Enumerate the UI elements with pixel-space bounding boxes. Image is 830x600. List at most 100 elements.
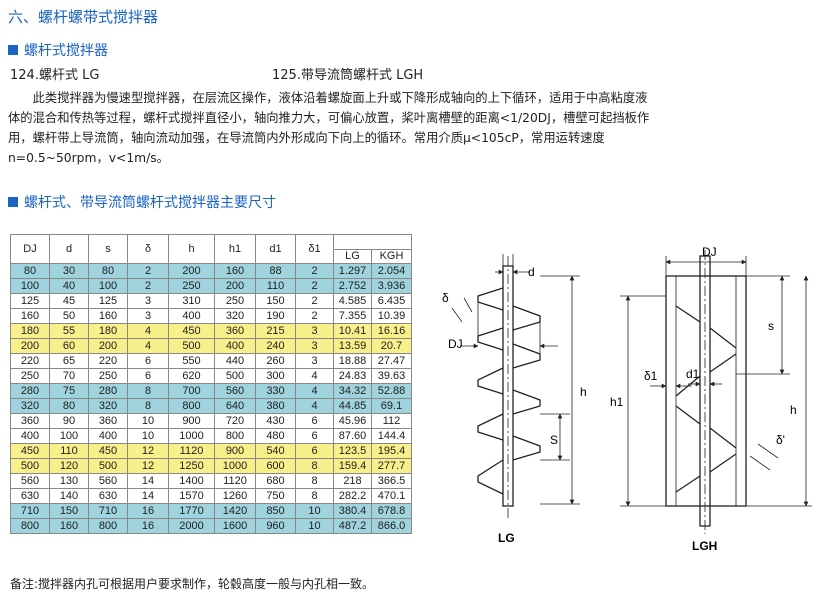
table-cell: 1000 bbox=[168, 428, 215, 444]
table-cell: 80 bbox=[10, 263, 50, 279]
table-cell: 215 bbox=[255, 323, 296, 339]
lgh-label-dj: DJ bbox=[702, 245, 717, 259]
lg-blade-upper bbox=[477, 287, 541, 369]
lg-blade-lower bbox=[477, 367, 541, 495]
table-cell: 4 bbox=[295, 398, 334, 414]
table-cell: 2000 bbox=[168, 518, 215, 534]
table-cell: 40 bbox=[49, 278, 89, 294]
table-cell: 100 bbox=[49, 428, 89, 444]
table-cell: 480 bbox=[255, 428, 296, 444]
table-cell: 8 bbox=[295, 458, 334, 474]
header-h: h bbox=[168, 234, 215, 264]
header-delta: δ bbox=[127, 234, 169, 264]
table-cell: 80 bbox=[49, 398, 89, 414]
table-cell: 180 bbox=[10, 323, 50, 339]
table-cell: 380.4 bbox=[333, 503, 372, 519]
lgh-draft-tube bbox=[665, 275, 747, 507]
table-cell: 560 bbox=[10, 473, 50, 489]
table-cell: 280 bbox=[88, 383, 128, 399]
table-cell: 1260 bbox=[214, 488, 256, 504]
header-d: d bbox=[49, 234, 89, 264]
table-cell: 400 bbox=[168, 308, 215, 324]
table-cell: 10.41 bbox=[333, 323, 372, 339]
table-cell: 55 bbox=[49, 323, 89, 339]
header-kgh: KGH bbox=[371, 248, 412, 264]
table-cell: 450 bbox=[88, 443, 128, 459]
table-cell: 600 bbox=[255, 458, 296, 474]
table-cell: 680 bbox=[255, 473, 296, 489]
table-cell: 3.936 bbox=[371, 278, 412, 294]
table-cell: 140 bbox=[49, 488, 89, 504]
header-h1: h1 bbox=[214, 234, 256, 264]
table-cell: 1120 bbox=[214, 473, 256, 489]
table-cell: 52.88 bbox=[371, 383, 412, 399]
table-cell: 360 bbox=[88, 413, 128, 429]
table-cell: 2 bbox=[127, 278, 169, 294]
table-cell: 123.5 bbox=[333, 443, 372, 459]
table-cell: 250 bbox=[88, 368, 128, 384]
lg-label-d: d bbox=[528, 265, 535, 279]
table-cell: 14 bbox=[127, 488, 169, 504]
table-cell: 112 bbox=[371, 413, 412, 429]
header-weight-group bbox=[333, 234, 412, 250]
table-cell: 7.355 bbox=[333, 308, 372, 324]
header-d1: d1 bbox=[255, 234, 296, 264]
table-cell: 550 bbox=[168, 353, 215, 369]
table-cell: 450 bbox=[10, 443, 50, 459]
table-cell: 75 bbox=[49, 383, 89, 399]
table-cell: 710 bbox=[88, 503, 128, 519]
table-cell: 6 bbox=[295, 428, 334, 444]
table-cell: 1400 bbox=[168, 473, 215, 489]
table-cell: 6.435 bbox=[371, 293, 412, 309]
table-cell: 360 bbox=[214, 323, 256, 339]
table-cell: 159.4 bbox=[333, 458, 372, 474]
table-cell: 45 bbox=[49, 293, 89, 309]
agitator-drawing: d δ DJ h S LG DJ s h h1 δ1 d1 δ' LGH bbox=[442, 245, 812, 553]
table-cell: 360 bbox=[10, 413, 50, 429]
table-cell: 10.39 bbox=[371, 308, 412, 324]
table-cell: 8 bbox=[295, 488, 334, 504]
table-cell: 8 bbox=[127, 383, 169, 399]
table-cell: 560 bbox=[214, 383, 256, 399]
table-cell: 630 bbox=[88, 488, 128, 504]
table-cell: 10 bbox=[295, 503, 334, 519]
header-dj: DJ bbox=[10, 234, 50, 264]
table-cell: 3 bbox=[127, 308, 169, 324]
table-cell: 900 bbox=[214, 443, 256, 459]
table-cell: 260 bbox=[255, 353, 296, 369]
table-cell: 200 bbox=[214, 278, 256, 294]
table-cell: 110 bbox=[255, 278, 296, 294]
table-cell: 320 bbox=[88, 398, 128, 414]
table-cell: 540 bbox=[255, 443, 296, 459]
table-cell: 10 bbox=[295, 518, 334, 534]
table-cell: 2.054 bbox=[371, 263, 412, 279]
table-cell: 250 bbox=[214, 293, 256, 309]
table-cell: 12 bbox=[127, 458, 169, 474]
table-cell: 69.1 bbox=[371, 398, 412, 414]
table-cell: 380 bbox=[255, 398, 296, 414]
section-title: 六、螺杆螺带式搅拌器 bbox=[8, 8, 159, 26]
table-cell: 850 bbox=[255, 503, 296, 519]
table-cell: 630 bbox=[10, 488, 50, 504]
lgh-label-h: h bbox=[790, 403, 797, 417]
table-cell: 400 bbox=[88, 428, 128, 444]
lgh-label-delta-prime: δ' bbox=[776, 433, 785, 447]
table-cell: 900 bbox=[168, 413, 215, 429]
table-cell: 1000 bbox=[214, 458, 256, 474]
table-cell: 16 bbox=[127, 518, 169, 534]
description-line: 此类搅拌器为慢速型搅拌器，在层流区操作，液体沿着螺旋面上升或下降形成轴向的上下循… bbox=[8, 91, 648, 105]
table-cell: 160 bbox=[49, 518, 89, 534]
table-cell: 180 bbox=[88, 323, 128, 339]
table-cell: 250 bbox=[168, 278, 215, 294]
table-cell: 720 bbox=[214, 413, 256, 429]
table-cell: 320 bbox=[214, 308, 256, 324]
table-cell: 27.47 bbox=[371, 353, 412, 369]
table-cell: 470.1 bbox=[371, 488, 412, 504]
lg-drawing bbox=[451, 254, 580, 521]
table-cell: 125 bbox=[10, 293, 50, 309]
